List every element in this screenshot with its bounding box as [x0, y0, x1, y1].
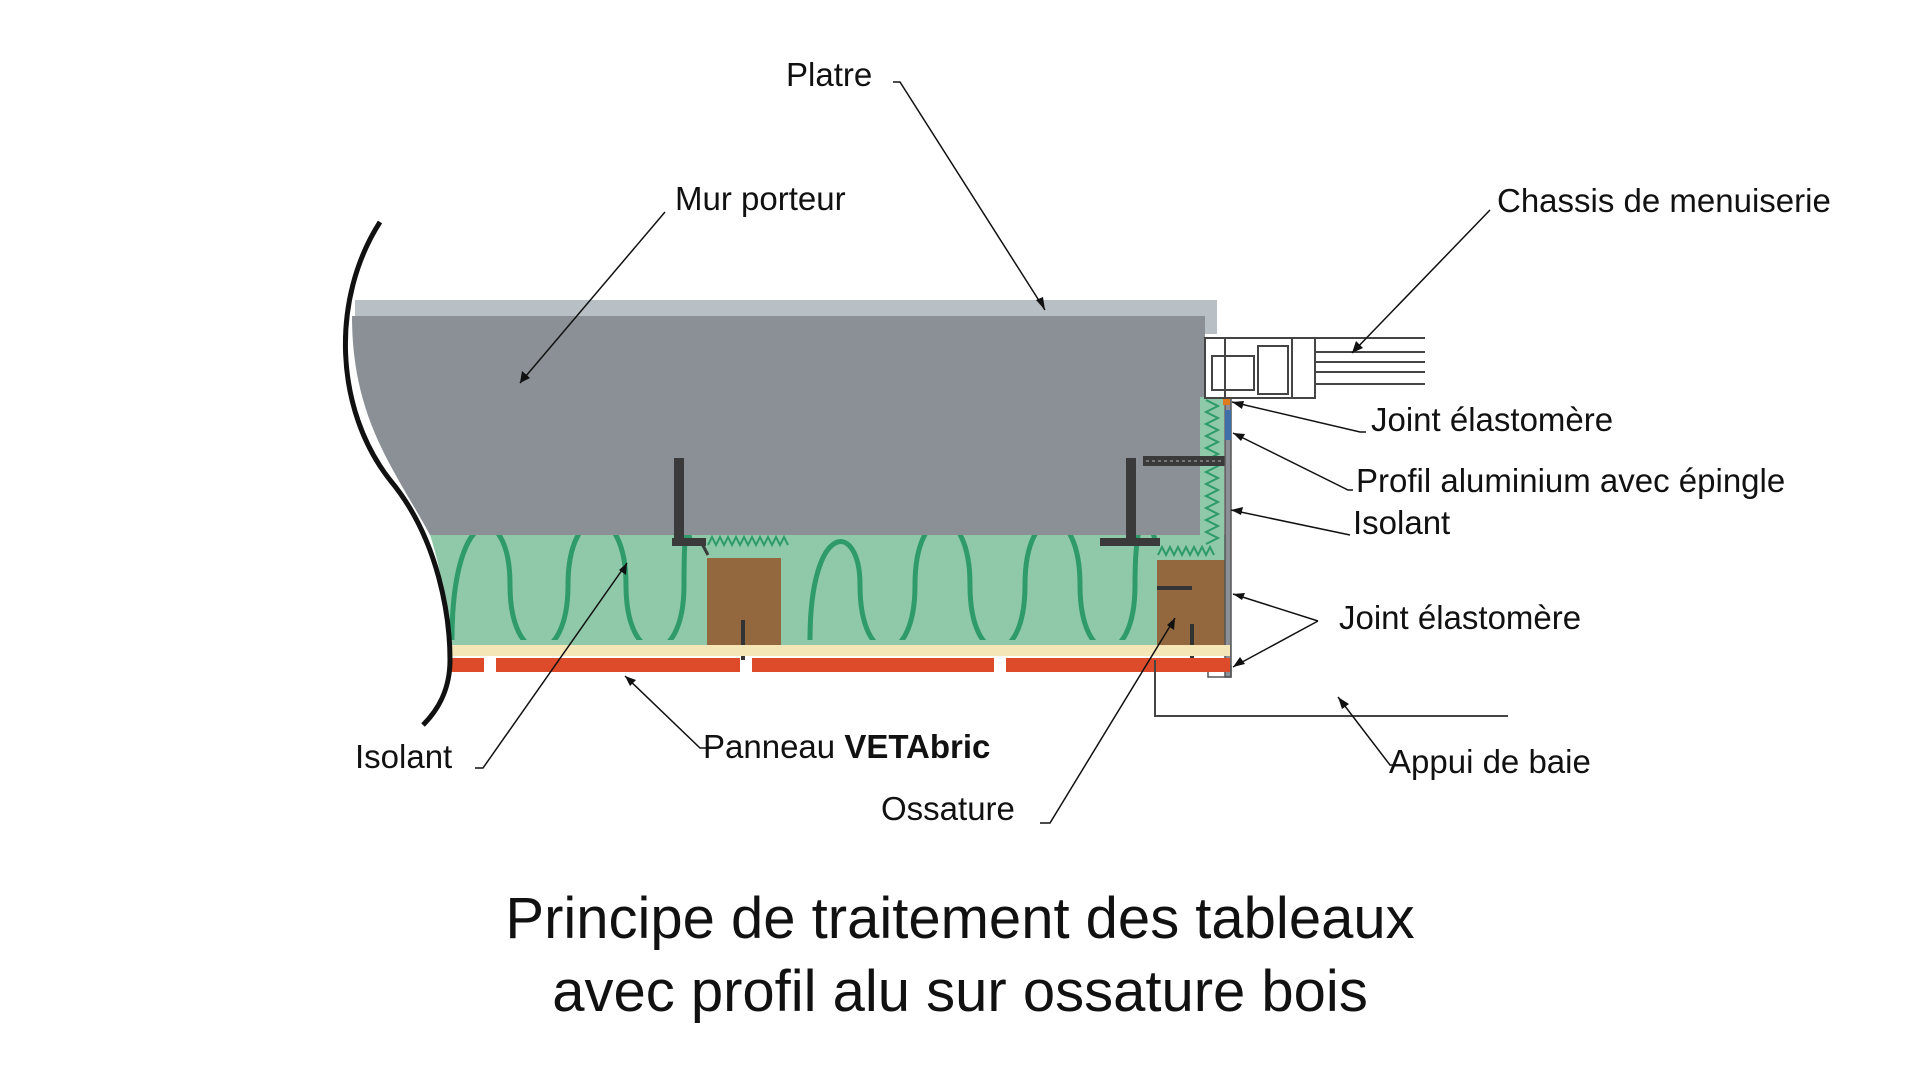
elastomer-joint-top	[1223, 397, 1230, 405]
caption-line-1: Principe de traitement des tableaux	[505, 886, 1415, 951]
membrane-layer	[448, 645, 1230, 656]
vetabric-panels	[448, 658, 1230, 672]
label-joint-top: Joint élastomère	[1371, 401, 1614, 438]
label-appui: Appui de baie	[1389, 743, 1591, 780]
insulation-waves	[449, 535, 1158, 640]
label-chassis: Chassis de menuiserie	[1497, 182, 1831, 219]
label-panneau-prefix: Panneau	[703, 728, 845, 765]
load-bearing-wall	[352, 316, 1205, 535]
anchor-bolt-left	[672, 458, 710, 556]
elastomer-joint-blue	[1225, 410, 1231, 440]
label-isolant-right: Isolant	[1353, 504, 1451, 541]
label-panneau: Panneau VETAbric	[703, 730, 990, 763]
window-frame	[1204, 337, 1425, 399]
label-ossature: Ossature	[881, 790, 1015, 827]
caption-line-2: avec profil alu sur ossature bois	[552, 959, 1368, 1024]
wall-cut-line	[342, 220, 453, 727]
label-panneau-brand: VETAbric	[844, 728, 991, 765]
leader-lines	[475, 81, 1491, 824]
label-platre: Platre	[786, 56, 873, 93]
label-isolant-left: Isolant	[355, 738, 453, 775]
aluminium-profile-pin	[1143, 456, 1225, 466]
stud-insulation-zigzag-left	[707, 534, 789, 548]
reveal-insulation-zigzag	[1203, 399, 1221, 545]
anchor-bolt-right	[1100, 458, 1160, 546]
label-joint-mid: Joint élastomère	[1339, 599, 1582, 636]
window-sill-line	[1154, 660, 1508, 717]
leader-arrowheads	[520, 297, 1363, 709]
stud-insulation-zigzag-right	[1157, 544, 1215, 558]
label-mur-porteur: Mur porteur	[675, 180, 846, 217]
label-profil: Profil aluminium avec épingle	[1356, 462, 1786, 499]
reveal-insulation-strip	[1200, 397, 1224, 557]
